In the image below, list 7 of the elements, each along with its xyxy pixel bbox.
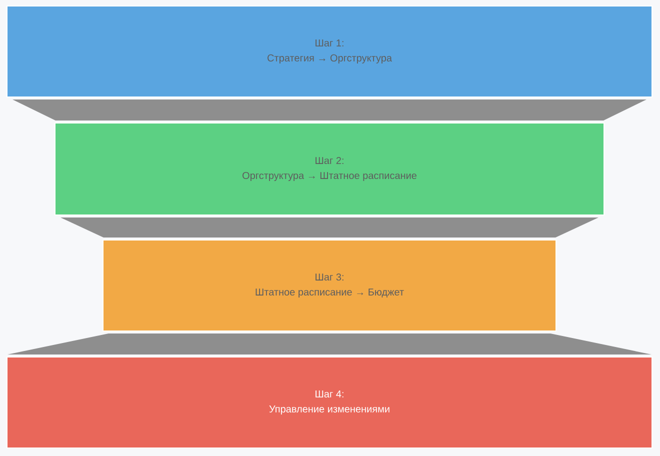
connector-band	[12, 100, 646, 120]
step-box: Шаг 2: Оргструктура → Штатное расписание	[54, 122, 604, 216]
step-box: Шаг 4: Управление изменениями	[6, 356, 652, 448]
step-box: Шаг 3: Штатное расписание → Бюджет	[102, 240, 556, 332]
step-box: Шаг 1: Стратегия → Оргструктура	[6, 6, 652, 98]
connector-band	[8, 334, 652, 354]
connector-band	[60, 218, 598, 238]
